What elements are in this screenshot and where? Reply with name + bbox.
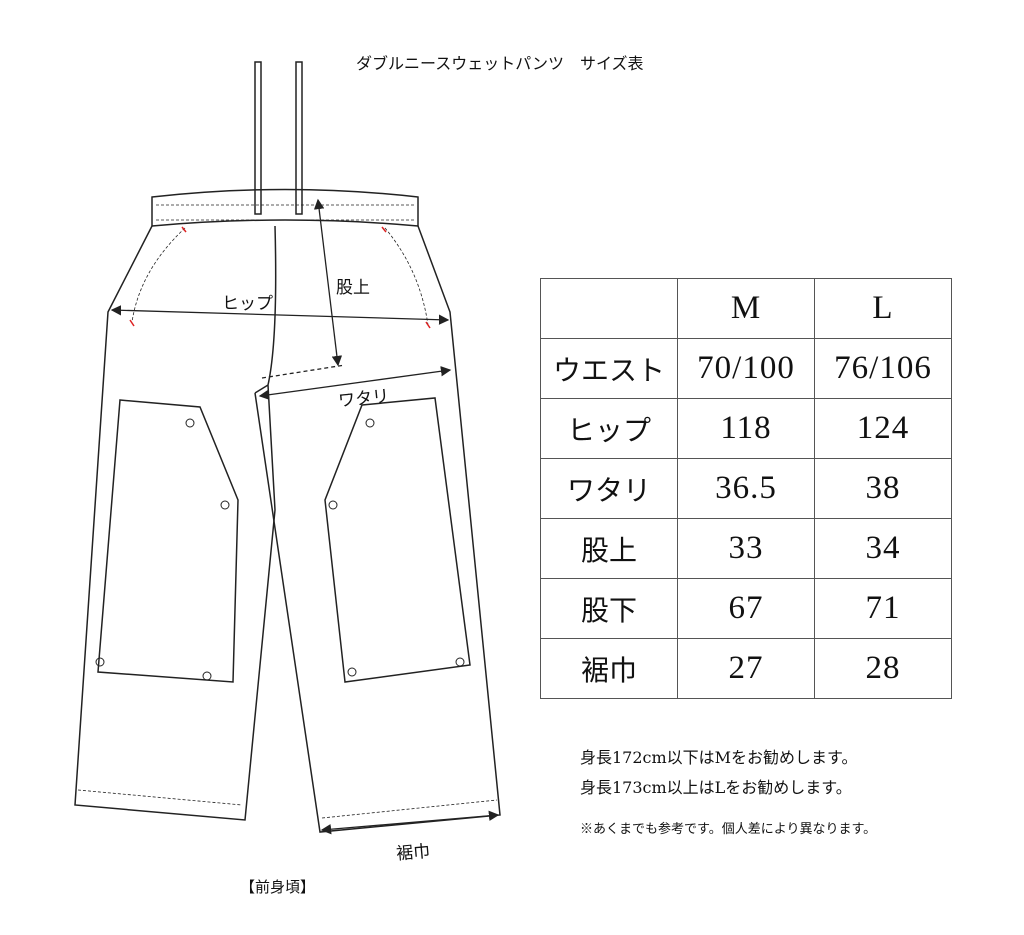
cell-l: 34 (814, 518, 952, 579)
cell-l: 71 (814, 578, 952, 639)
cell-l: 38 (814, 458, 952, 519)
header-blank (540, 278, 678, 339)
left-leg (74, 225, 277, 821)
cell-m: 33 (677, 518, 815, 579)
left-knee-patch (97, 399, 239, 683)
thigh-arrow (258, 366, 452, 400)
disclaimer: ※あくまでも参考です。個人差により異なります。 (580, 822, 877, 837)
header-l: L (814, 278, 952, 339)
table-header-row: M L (540, 278, 952, 339)
hem-label: 裾巾 (395, 841, 432, 865)
header-m: M (677, 278, 815, 339)
row-label: 裾巾 (540, 638, 678, 699)
cell-m: 70/100 (677, 338, 815, 399)
cell-l: 28 (814, 638, 952, 699)
row-label: 股上 (540, 518, 678, 579)
waistband (151, 188, 419, 227)
row-label: 股下 (540, 578, 678, 639)
cell-m: 36.5 (677, 458, 815, 519)
hip-label: ヒップ (222, 294, 273, 314)
thigh-label: ワタリ (337, 386, 391, 412)
note-l: 身長173cm以上はLをお勧めします。 (580, 778, 852, 797)
rise-arrow (313, 198, 343, 367)
right-leg (254, 225, 501, 833)
page-title: ダブルニースウェットパンツ サイズ表 (356, 54, 644, 73)
cell-m: 118 (677, 398, 815, 459)
cell-l: 124 (814, 398, 952, 459)
row-label: ウエスト (540, 338, 678, 399)
note-m: 身長172cm以下はMをお勧めします。 (580, 748, 858, 767)
rise-label: 股上 (336, 278, 370, 298)
row-label: ワタリ (540, 458, 678, 519)
drawstrings (254, 61, 303, 215)
hip-arrow (110, 305, 450, 325)
row-label: ヒップ (540, 398, 678, 459)
cell-l: 76/106 (814, 338, 952, 399)
cell-m: 67 (677, 578, 815, 639)
view-label: 【前身頃】 (240, 878, 316, 896)
cell-m: 27 (677, 638, 815, 699)
right-knee-patch (324, 397, 471, 683)
hem-arrow (320, 810, 500, 835)
